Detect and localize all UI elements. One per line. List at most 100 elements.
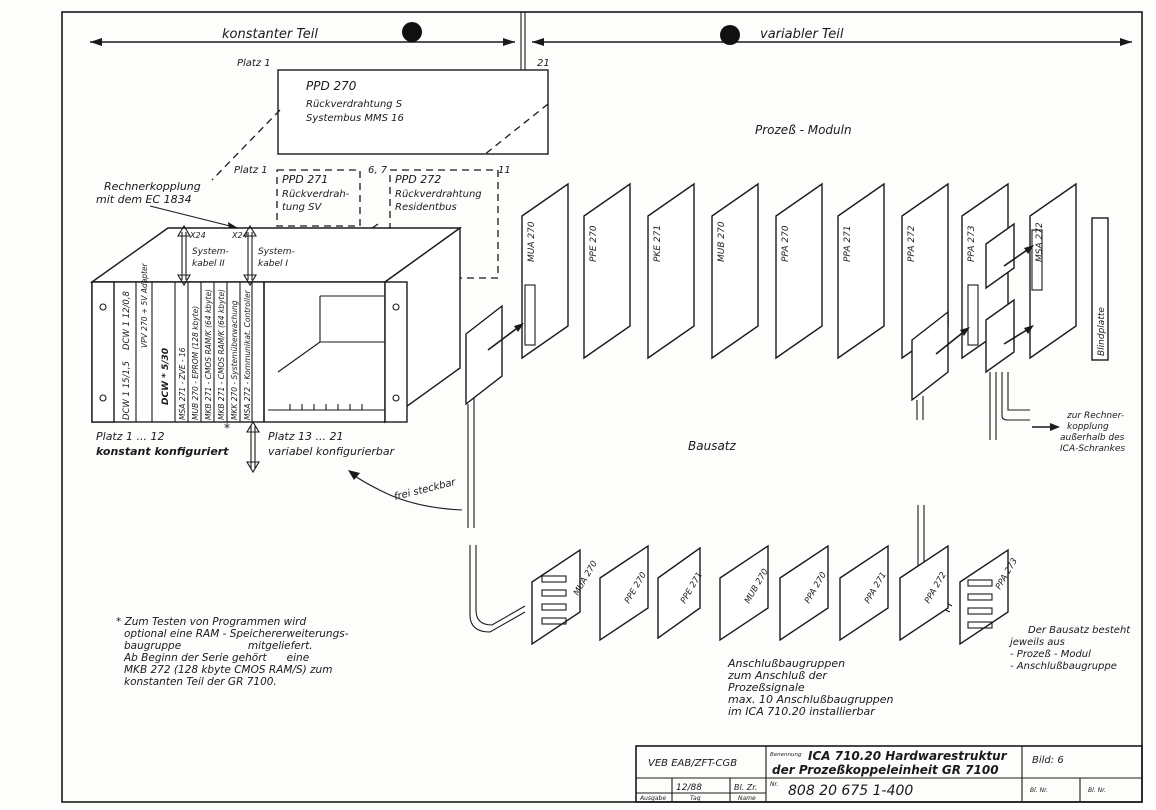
rechner-note-2: kopplung xyxy=(1067,422,1109,432)
footnote-line: * Zum Testen von Programmen wird xyxy=(116,616,306,628)
ppd270-title: PPD 270 xyxy=(306,79,357,93)
ppd271-line1: Rückverdrah- xyxy=(282,189,350,200)
bausatz-note-line: Der Bausatz besteht xyxy=(1028,625,1131,636)
title-signature: Bl. Zr. xyxy=(734,783,757,792)
blindplatte-label: Blindplatte xyxy=(1097,307,1107,356)
system-cable-i-label-2: kabel I xyxy=(258,259,288,269)
ppd271-line2: tung SV xyxy=(282,202,322,213)
system-cable-ii-label-2: kabel II xyxy=(192,259,225,269)
frei-steckbar-arrow xyxy=(351,473,463,511)
rack-card-1: DCW 1 15/1,5 xyxy=(122,361,132,420)
footnote-line: optional eine RAM - Speichererweiterungs… xyxy=(124,628,349,640)
title-block xyxy=(635,745,1143,803)
bausatz-note-line: - Anschlußbaugruppe xyxy=(1010,661,1117,672)
rack-card-7: MKB 271 - CMOS RAM/K (64 kbyte) xyxy=(204,289,213,420)
module-ppa272: PPA 272 xyxy=(907,225,917,262)
rechnerkopplung-line1: Rechnerkopplung xyxy=(104,180,201,193)
title-number: 808 20 675 1-400 xyxy=(788,783,913,799)
header-variable-label: variabler Teil xyxy=(760,27,844,42)
drawing-frame xyxy=(61,11,1143,803)
platz-13-21-label: Platz 13 ... 21 xyxy=(268,430,344,443)
punch-hole xyxy=(402,22,422,42)
ppd270-line2: Systembus MMS 16 xyxy=(306,113,404,124)
title-line1: ICA 710.20 Hardwarestruktur xyxy=(808,749,1008,763)
konstant-label: konstant konfiguriert xyxy=(96,445,229,458)
rechnerkopplung-line2: mit dem EC 1834 xyxy=(96,193,192,206)
rack-card-8: MKB 271 - CMOS RAM/K (64 kbyte) xyxy=(217,289,226,420)
bausatz-note: Der Bausatz besteht jeweils aus - Prozeß… xyxy=(1008,625,1131,672)
blindplatte xyxy=(1091,217,1109,361)
module-ppe270: PPE 270 xyxy=(589,225,599,262)
rack-card-slots xyxy=(135,282,363,422)
module-connectors xyxy=(465,222,1043,406)
rack-card-9: MKK 270 - Systemüberwachung xyxy=(230,300,239,420)
module-ppa270: PPA 270 xyxy=(781,225,791,262)
rechner-note-1: zur Rechner- xyxy=(1066,411,1124,421)
x24-label-b: X24 xyxy=(231,231,248,240)
footnote-line: MKB 272 (128 kbyte CMOS RAM/S) zum xyxy=(124,664,332,676)
platz-21-top-label: 21 xyxy=(537,58,550,69)
prozess-moduln-heading: Prozeß - Moduln xyxy=(755,123,852,137)
anschluss-note-line: Prozeßsignale xyxy=(728,681,805,694)
punch-hole xyxy=(720,25,740,45)
anschluss-note: Anschlußbaugruppen zum Anschluß der Proz… xyxy=(727,657,894,718)
rack-card-10: MSA 272 - Kommunikat. Controller xyxy=(243,289,252,420)
system-cable-i-label-1: System- xyxy=(258,247,295,257)
rack-card-4: DCW * 5/30 xyxy=(161,348,171,405)
footnote-line: baugruppe mitgeliefert. xyxy=(124,640,313,652)
title-bild: Bild: 6 xyxy=(1032,755,1064,766)
system-cable-ii-label-1: System- xyxy=(192,247,229,257)
rack-card-labels: DCW 1 15/1,5 DCW 1 12/0,8 VPV 270 + 5V A… xyxy=(122,262,252,420)
variabel-label: variabel konfigurierbar xyxy=(268,445,396,458)
module-msa272: MSA 272 xyxy=(1035,222,1045,262)
frei-steckbar-label: frei steckbar xyxy=(393,477,458,503)
system-cable-i-arrow xyxy=(243,224,257,287)
anschluss-note-line: Anschlußbaugruppen xyxy=(727,657,845,670)
bausatz-heading: Bausatz xyxy=(688,439,737,453)
title-small-2: Bl. Nr. xyxy=(1088,787,1106,794)
platz-1-top-label: Platz 1 xyxy=(237,58,271,69)
ppd270-line1: Rückverdrahtung S xyxy=(306,99,403,110)
footnote: * Zum Testen von Programmen wird optiona… xyxy=(116,616,349,688)
title-number-label: Nr. xyxy=(770,781,778,788)
ppd271-box xyxy=(276,169,361,227)
anschluss-boards xyxy=(531,544,1009,646)
anschluss-note-line: max. 10 Anschlußbaugruppen xyxy=(728,693,894,706)
rechner-note-4: ICA-Schrankes xyxy=(1060,444,1125,454)
bausatz-note-line: jeweils aus xyxy=(1008,637,1065,648)
platz-11-label: 11 xyxy=(498,165,511,176)
module-pke271: PKE 271 xyxy=(653,225,663,262)
anschluss-note-line: im ICA 710.20 installierbar xyxy=(728,705,876,718)
rechner-note-3: außerhalb des xyxy=(1060,433,1125,443)
platz-67-label: 6, 7 xyxy=(368,165,388,176)
title-date: 12/88 xyxy=(676,783,702,793)
bausatz-note-line: - Prozeß - Modul xyxy=(1010,649,1091,660)
module-mua270: MUA 270 xyxy=(527,221,537,262)
title-row-tag: Tag xyxy=(690,795,701,802)
process-module-boards xyxy=(521,182,1077,360)
ppd271-title: PPD 271 xyxy=(282,173,328,186)
title-org: VEB EAB/ZFT-CGB xyxy=(648,758,737,769)
header-constant-arrow xyxy=(90,38,515,46)
module-ppa271: PPA 271 xyxy=(843,225,853,262)
star-marker: * xyxy=(224,421,230,435)
rack-chassis xyxy=(89,226,463,424)
title-line2: der Prozeßkoppeleinheit GR 7100 xyxy=(772,763,999,777)
rack-card-3: VPV 270 + 5V Adapter xyxy=(140,262,149,348)
system-cable-ii-arrow xyxy=(177,224,191,287)
platz-divider-arrow xyxy=(246,420,260,474)
process-cables xyxy=(467,372,1060,528)
rack-card-6: MUB 270 - EPROM (128 kbyte) xyxy=(191,306,200,420)
title-small-1: Bl. Nr. xyxy=(1030,787,1048,794)
module-mub270: MUB 270 xyxy=(717,221,727,262)
anschluss-note-line: zum Anschluß der xyxy=(727,669,828,682)
platz-1-mid-label: Platz 1 xyxy=(234,165,268,176)
rack-card-2: DCW 1 12/0,8 xyxy=(122,291,132,350)
footnote-line: Ab Beginn der Serie gehört eine xyxy=(123,652,309,664)
title-row-name: Name xyxy=(738,795,756,802)
module-ppa273: PPA 273 xyxy=(967,225,977,262)
header-constant-label: konstanter Teil xyxy=(222,27,318,42)
header-variable-arrow xyxy=(532,38,1132,46)
ppd272-line2: Residentbus xyxy=(395,202,457,213)
